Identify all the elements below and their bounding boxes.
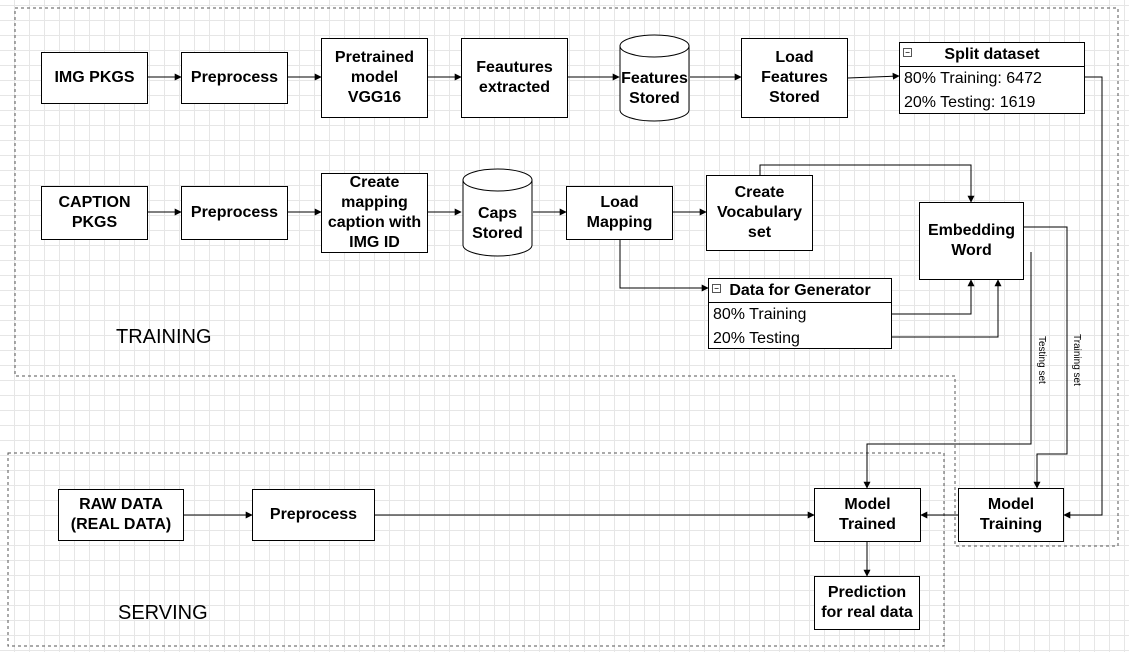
prediction-node[interactable]: Prediction for real data bbox=[814, 576, 920, 630]
edge-loadmap-generator bbox=[619, 240, 709, 292]
split-dataset-row: 80% Training: 6472 bbox=[904, 70, 1042, 87]
split-dataset-title: Split dataset bbox=[944, 45, 1040, 63]
data-generator-table[interactable]: − Data for Generator 80% Training 20% Te… bbox=[708, 278, 892, 349]
edge-gen-train-embedding bbox=[892, 279, 975, 315]
edge-vocab-embedding bbox=[759, 164, 975, 203]
database-icon bbox=[619, 34, 690, 122]
raw-data-node[interactable]: RAW DATA (REAL DATA) bbox=[58, 489, 184, 541]
training-group-label: TRAINING bbox=[116, 326, 212, 348]
edge-gen-test-embedding bbox=[892, 279, 1002, 338]
create-mapping-node[interactable]: Create mapping caption with IMG ID bbox=[321, 173, 428, 253]
data-generator-title: Data for Generator bbox=[729, 281, 871, 299]
split-dataset-table[interactable]: − Split dataset 80% Training: 6472 20% T… bbox=[899, 42, 1085, 114]
caps-stored-label: Caps Stored bbox=[472, 205, 523, 242]
create-vocabulary-node[interactable]: Create Vocabulary set bbox=[706, 175, 813, 251]
split-dataset-row: 20% Testing: 1619 bbox=[904, 94, 1036, 111]
caption-pkgs-node[interactable]: CAPTION PKGS bbox=[41, 186, 148, 240]
model-training-node[interactable]: Model Training bbox=[958, 488, 1064, 542]
features-extracted-node[interactable]: Feautures extracted bbox=[461, 38, 568, 118]
preprocess-caption-node[interactable]: Preprocess bbox=[181, 186, 288, 240]
model-trained-node[interactable]: Model Trained bbox=[814, 488, 921, 542]
edge-embedding-trained bbox=[863, 252, 1032, 489]
preprocess-img-node[interactable]: Preprocess bbox=[181, 52, 288, 104]
pretrained-model-node[interactable]: Pretrained model VGG16 bbox=[321, 38, 428, 118]
minus-icon[interactable]: − bbox=[712, 284, 721, 293]
caps-stored-cylinder[interactable]: Caps Stored bbox=[462, 168, 533, 257]
edge-embedding-training bbox=[1024, 226, 1068, 489]
edge-load-split bbox=[847, 72, 900, 80]
training-set-edge-label: Training set bbox=[1071, 334, 1082, 386]
preprocess-raw-node[interactable]: Preprocess bbox=[252, 489, 375, 541]
features-stored-label: Features Stored bbox=[621, 70, 688, 107]
edge-split-training bbox=[1063, 76, 1103, 519]
load-features-node[interactable]: Load Features Stored bbox=[741, 38, 848, 118]
testing-set-edge-label: Testing set bbox=[1036, 336, 1047, 384]
database-icon bbox=[462, 168, 533, 257]
data-generator-row: 80% Training bbox=[713, 306, 807, 323]
serving-group-border bbox=[7, 452, 945, 647]
serving-group-label: SERVING bbox=[118, 602, 208, 624]
embedding-word-node[interactable]: Embedding Word bbox=[919, 202, 1024, 280]
features-stored-cylinder[interactable]: Features Stored bbox=[619, 34, 690, 122]
load-mapping-node[interactable]: Load Mapping bbox=[566, 186, 673, 240]
img-pkgs-node[interactable]: IMG PKGS bbox=[41, 52, 148, 104]
data-generator-row: 20% Testing bbox=[713, 330, 800, 347]
minus-icon[interactable]: − bbox=[903, 48, 912, 57]
